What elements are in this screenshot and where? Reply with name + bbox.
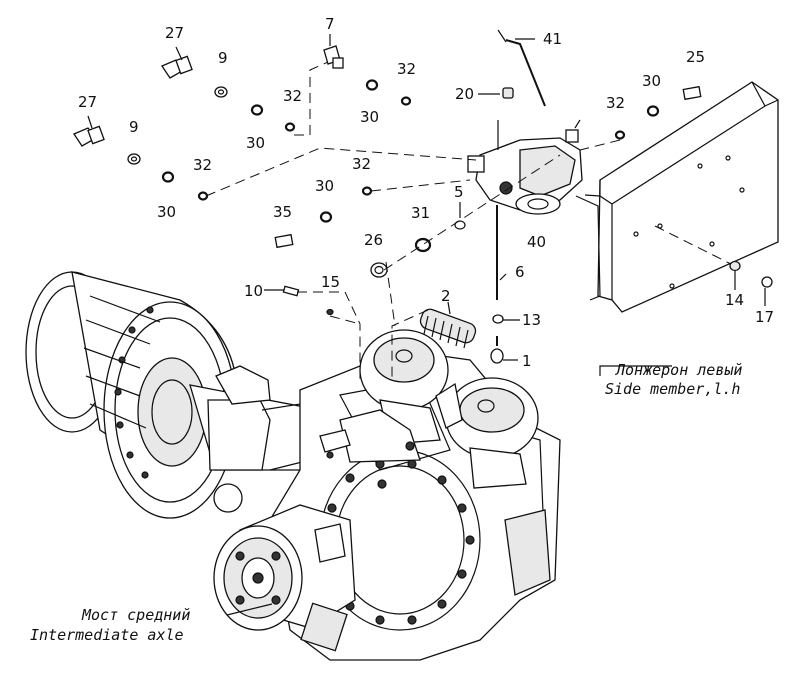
part-32-washers xyxy=(197,96,626,201)
label-35: 35 xyxy=(273,203,292,221)
label-32c: 32 xyxy=(397,60,416,78)
part-17-nut xyxy=(761,276,773,288)
part-13-nut xyxy=(492,314,504,324)
caption-side-member-en: Side member,l.h xyxy=(605,380,740,398)
label-9a: 9 xyxy=(218,49,228,67)
caption-side-member-ru: Лонжерон левый xyxy=(614,361,742,379)
part-number-labels: 27 27 9 9 7 32 30 32 30 32 30 32 30 41 2… xyxy=(78,15,774,370)
caption-axle-ru: Мост средний xyxy=(81,606,190,624)
label-9b: 9 xyxy=(129,118,139,136)
label-1: 1 xyxy=(522,352,532,370)
part-5-ring xyxy=(454,220,466,230)
part-25-fitting xyxy=(682,85,702,101)
caption-axle-en: Intermediate axle xyxy=(30,626,184,644)
part-14-washer xyxy=(729,260,741,272)
intermediate-axle-assembly xyxy=(25,271,561,661)
captions: Лонжерон левый Side member,l.h Мост сред… xyxy=(30,361,742,644)
label-2: 2 xyxy=(441,287,451,305)
label-30e: 30 xyxy=(642,72,661,90)
part-1-pin xyxy=(490,336,504,364)
label-40: 40 xyxy=(527,233,546,251)
label-25: 25 xyxy=(686,48,705,66)
label-32a: 32 xyxy=(283,87,302,105)
label-15: 15 xyxy=(321,273,340,291)
label-6: 6 xyxy=(515,263,525,281)
part-27b-fitting xyxy=(73,115,105,147)
label-7: 7 xyxy=(325,15,335,33)
label-30a: 30 xyxy=(246,134,265,152)
label-31: 31 xyxy=(411,204,430,222)
leader-lines-dashed xyxy=(205,61,621,380)
part-41-tube xyxy=(497,29,546,107)
part-10-bolt xyxy=(282,285,300,297)
label-27a: 27 xyxy=(165,24,184,42)
label-26: 26 xyxy=(364,231,383,249)
part-9a-nut xyxy=(214,86,228,98)
part-2-spring xyxy=(419,308,477,349)
label-30d: 30 xyxy=(315,177,334,195)
side-member-frame xyxy=(575,81,779,313)
label-5: 5 xyxy=(454,183,464,201)
part-31-oring xyxy=(414,237,432,253)
label-32b: 32 xyxy=(193,156,212,174)
label-30b: 30 xyxy=(157,203,176,221)
label-32d: 32 xyxy=(352,155,371,173)
label-32e: 32 xyxy=(606,94,625,112)
callout-leaders xyxy=(226,38,766,616)
part-15-nut xyxy=(326,308,334,316)
label-17: 17 xyxy=(755,308,774,326)
part-9b-nut xyxy=(127,153,141,165)
part-30-orings xyxy=(161,79,660,223)
label-20: 20 xyxy=(455,85,474,103)
label-13: 13 xyxy=(522,311,541,329)
label-10: 10 xyxy=(244,282,263,300)
part-27a-fitting xyxy=(161,46,193,79)
label-14: 14 xyxy=(725,291,744,309)
part-35-fitting xyxy=(274,233,294,249)
label-41: 41 xyxy=(543,30,562,48)
label-30c: 30 xyxy=(360,108,379,126)
part-40-valve-assembly xyxy=(467,119,583,215)
part-20-plug xyxy=(502,87,514,99)
part-7-elbow xyxy=(323,34,344,69)
label-27b: 27 xyxy=(78,93,97,111)
